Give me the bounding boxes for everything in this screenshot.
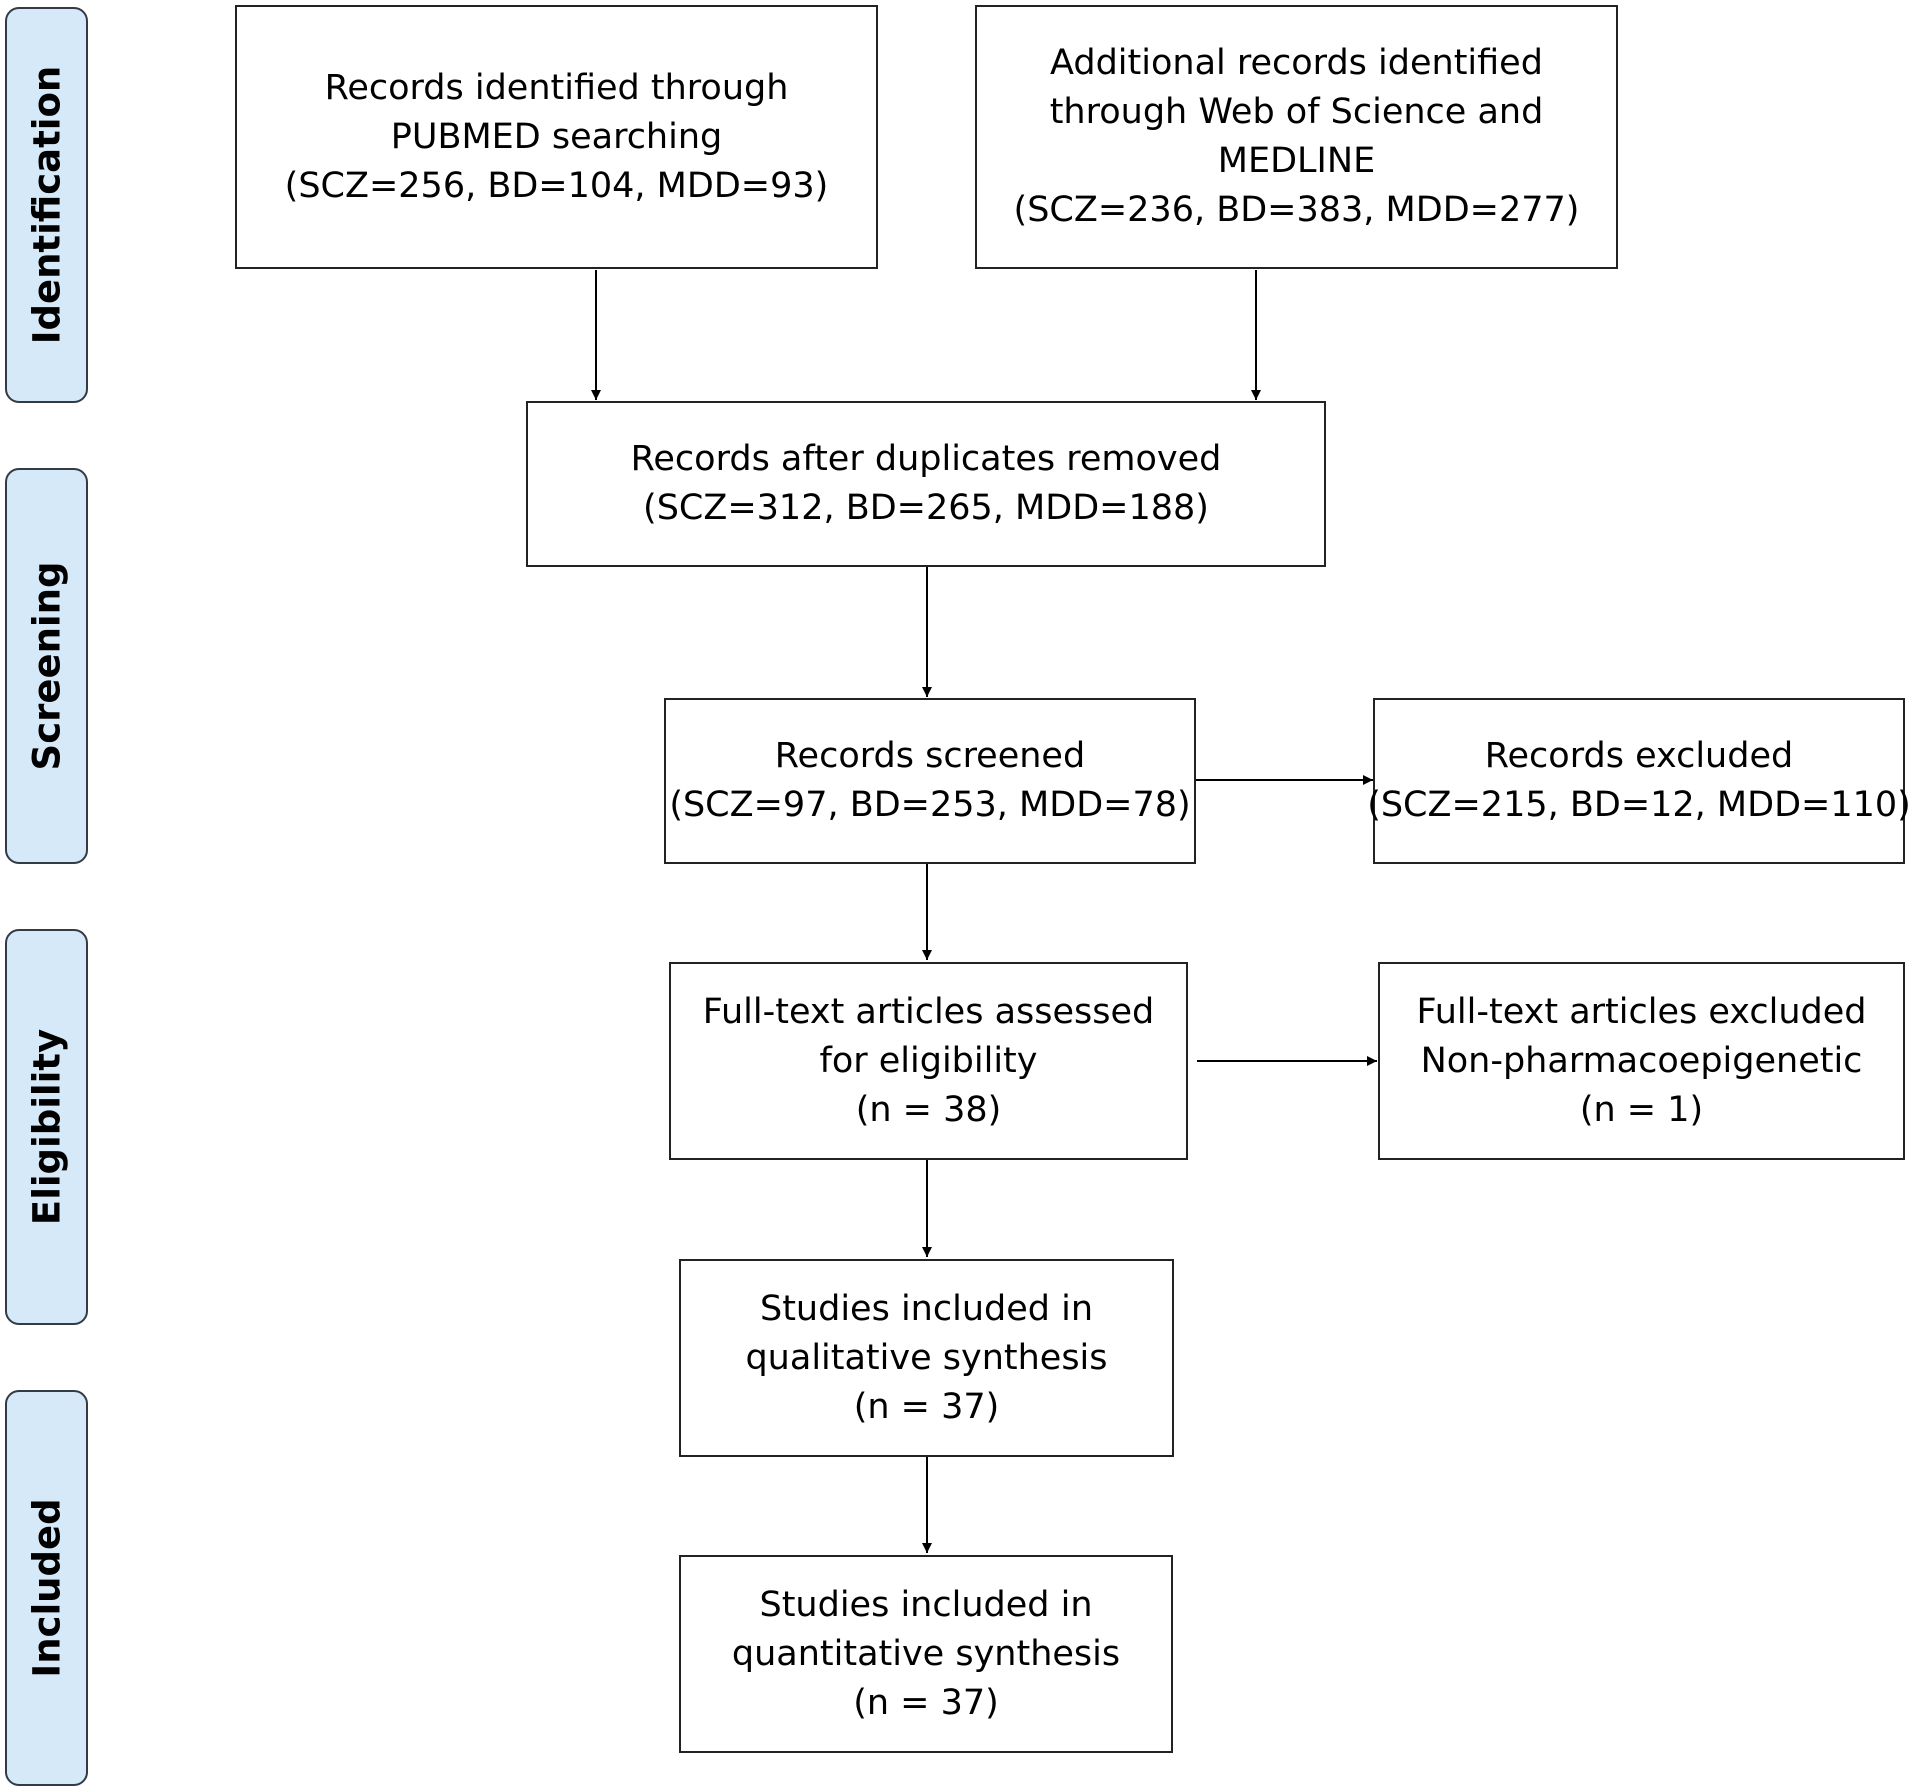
box-additional-line2: through Web of Science and <box>1049 92 1544 132</box>
box-fulltext-excluded: Full-text articles excluded Non-pharmaco… <box>1378 962 1905 1160</box>
box-qualitative-line2: qualitative synthesis <box>745 1337 1108 1378</box>
box-additional-line4: (SCZ=236, BD=383, MDD=277) <box>1013 190 1580 230</box>
box-quantitative-synthesis: Studies included in quantitative synthes… <box>679 1555 1173 1753</box>
box-qualitative-line1: Studies included in <box>759 1288 1093 1329</box>
box-fulltext-assessed-line1: Full-text articles assessed <box>702 991 1155 1032</box>
box-duplicates-line2: (SCZ=312, BD=265, MDD=188) <box>643 488 1209 528</box>
box-qualitative-synthesis: Studies included in qualitative synthesi… <box>679 1259 1174 1457</box>
box-fulltext-assessed-line2: for eligibility <box>819 1040 1038 1081</box>
box-quantitative-line3: (n = 37) <box>853 1682 999 1723</box>
box-excluded-line1: Records excluded <box>1484 736 1794 776</box>
box-additional-line3: MEDLINE <box>1217 141 1376 181</box>
box-pubmed-records: Records identified through PUBMED search… <box>235 5 878 269</box>
box-pubmed-line2: PUBMED searching <box>390 116 723 157</box>
box-duplicates-removed: Records after duplicates removed (SCZ=31… <box>526 401 1326 567</box>
box-screened-line2: (SCZ=97, BD=253, MDD=78) <box>669 785 1191 825</box>
box-duplicates-line1: Records after duplicates removed <box>630 439 1222 479</box>
phase-eligibility: Eligibility <box>5 929 88 1325</box>
box-fulltext-assessed: Full-text articles assessed for eligibil… <box>669 962 1188 1160</box>
box-additional-line1: Additional records identified <box>1050 43 1543 83</box>
box-records-excluded: Records excluded (SCZ=215, BD=12, MDD=11… <box>1367 698 1909 864</box>
box-pubmed-line1: Records identified through <box>324 67 789 108</box>
box-fulltext-excluded-line3: (n = 1) <box>1579 1089 1704 1130</box>
phase-screening: Screening <box>5 468 88 864</box>
phase-identification: Identification <box>5 7 88 403</box>
phase-included: Included <box>5 1390 88 1786</box>
box-fulltext-excluded-line1: Full-text articles excluded <box>1416 991 1867 1032</box>
box-excluded-line2: (SCZ=215, BD=12, MDD=110) <box>1367 785 1909 825</box>
box-records-screened: Records screened (SCZ=97, BD=253, MDD=78… <box>664 698 1196 864</box>
box-quantitative-line2: quantitative synthesis <box>731 1633 1121 1674</box>
box-pubmed-line3: (SCZ=256, BD=104, MDD=93) <box>284 165 829 206</box>
box-fulltext-excluded-line2: Non-pharmacoepigenetic <box>1420 1040 1863 1081</box>
box-fulltext-assessed-line3: (n = 38) <box>855 1089 1002 1130</box>
box-additional-records: Additional records identified through We… <box>975 5 1618 269</box>
box-screened-line1: Records screened <box>774 736 1086 776</box>
box-quantitative-line1: Studies included in <box>759 1584 1093 1625</box>
box-qualitative-line3: (n = 37) <box>853 1386 1000 1427</box>
